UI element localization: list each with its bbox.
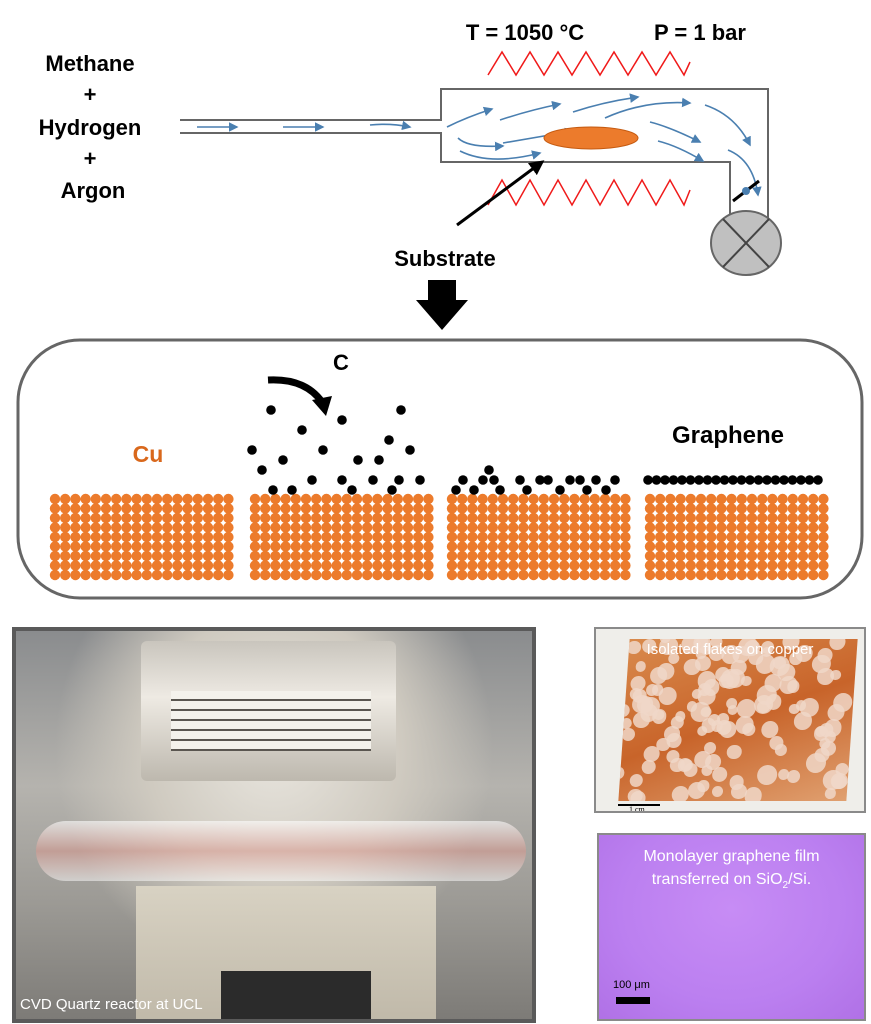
heater-top-icon [487, 50, 691, 77]
carbon-atom [484, 465, 494, 475]
gas-methane: Methane [45, 51, 134, 76]
carbon-atom [651, 475, 662, 485]
carbon-atom [582, 485, 592, 495]
heater-bottom-icon [487, 178, 691, 207]
cvd-reactor-photo: CVD Quartz reactor at UCL [12, 627, 536, 1023]
carbon-atom [668, 475, 679, 485]
substrate-icon [543, 126, 639, 150]
copper-lattice [49, 493, 234, 581]
carbon-atom [719, 475, 730, 485]
carbon-atom [337, 475, 347, 485]
film-scale-label: 100 μm [613, 979, 650, 991]
carbon-deposit-arrow [267, 376, 325, 405]
carbon-atom [543, 475, 553, 485]
carbon-atom [347, 485, 357, 495]
carbon-atom [779, 475, 789, 485]
carbon-atom [353, 455, 363, 465]
plus-sign: + [84, 82, 97, 107]
carbon-atom [813, 475, 823, 485]
reactor-tube [180, 88, 769, 222]
carbon-atom [489, 475, 499, 485]
flakes-caption: Isolated flakes on copper [646, 641, 814, 658]
carbon-atom [762, 475, 772, 485]
film-caption-line2: transferred on SiO2/Si. [651, 871, 812, 892]
carbon-atom [458, 475, 468, 485]
carbon-atom [478, 475, 488, 485]
carbon-atom [337, 415, 347, 425]
carbon-atom [396, 405, 406, 415]
carbon-atom [266, 405, 276, 415]
carbon-atom [728, 475, 738, 485]
carbon-atom [736, 475, 747, 485]
carbon-atom [601, 485, 611, 495]
down-arrow-icon [416, 280, 468, 330]
carbon-atom [677, 475, 687, 485]
copper-label: Cu [133, 441, 164, 467]
substrate-pointer-arrow [456, 160, 545, 227]
graphene-film-photo: Monolayer graphene film transferred on S… [597, 833, 866, 1021]
carbon-atom [415, 475, 425, 485]
carbon-atom [278, 455, 288, 465]
carbon-atom [804, 475, 815, 485]
carbon-atom [318, 445, 328, 455]
carbon-atom [307, 475, 317, 485]
carbon-atom [685, 475, 696, 485]
carbon-atom [368, 475, 378, 485]
carbon-atom [660, 475, 670, 485]
vacuum-pump-icon [710, 210, 782, 276]
cvd-diagram: Methane + Hydrogen + Argon T = 1050 °C P… [16, 20, 864, 600]
copper-lattice [644, 493, 829, 581]
scale-bar [616, 997, 650, 1004]
carbon-atom [796, 475, 806, 485]
carbon-atom [515, 475, 525, 485]
pressure-label: P = 1 bar [654, 20, 746, 45]
carbon-atom [247, 445, 257, 455]
film-caption-line1: Monolayer graphene film [643, 848, 820, 865]
carbon-atom [287, 485, 297, 495]
copper-lattice [249, 493, 434, 581]
carbon-atom [555, 485, 565, 495]
carbon-atom [753, 475, 764, 485]
plus-sign: + [84, 146, 97, 171]
carbon-atom [268, 485, 278, 495]
carbon-atom [374, 455, 384, 465]
carbon-atom [394, 475, 404, 485]
copper-flakes-photo: Isolated flakes on copper 1 cm [594, 627, 866, 813]
carbon-atom [694, 475, 704, 485]
scale-bar [618, 804, 660, 806]
reactor-caption: CVD Quartz reactor at UCL [20, 996, 203, 1013]
gas-hydrogen: Hydrogen [39, 115, 142, 140]
carbon-atom [643, 475, 653, 485]
carbon-atom [702, 475, 713, 485]
carbon-atom [522, 485, 532, 495]
carbon-atom [711, 475, 721, 485]
carbon-atom [257, 465, 267, 475]
carbon-atom [565, 475, 575, 485]
carbon-atom [575, 475, 585, 485]
carbon-atom [451, 485, 461, 495]
carbon-label: C [333, 350, 349, 375]
carbon-atom [591, 475, 601, 485]
temperature-label: T = 1050 °C [466, 20, 584, 45]
flakes-scale-label: 1 cm [629, 805, 645, 813]
carbon-atom [787, 475, 798, 485]
carbon-atom [384, 435, 394, 445]
graphene-label: Graphene [672, 422, 784, 449]
carbon-atom [770, 475, 781, 485]
carbon-atom [495, 485, 505, 495]
carbon-atom [610, 475, 620, 485]
carbon-atoms [247, 405, 823, 495]
carbon-atom [387, 485, 397, 495]
gas-flow-arrows [197, 93, 762, 197]
substrate-label: Substrate [394, 246, 495, 271]
gas-argon: Argon [61, 178, 126, 203]
carbon-atom [535, 475, 545, 485]
carbon-atom [469, 485, 479, 495]
carbon-atom [405, 445, 415, 455]
copper-lattice [446, 493, 631, 581]
carbon-atom [297, 425, 307, 435]
carbon-atom [745, 475, 755, 485]
